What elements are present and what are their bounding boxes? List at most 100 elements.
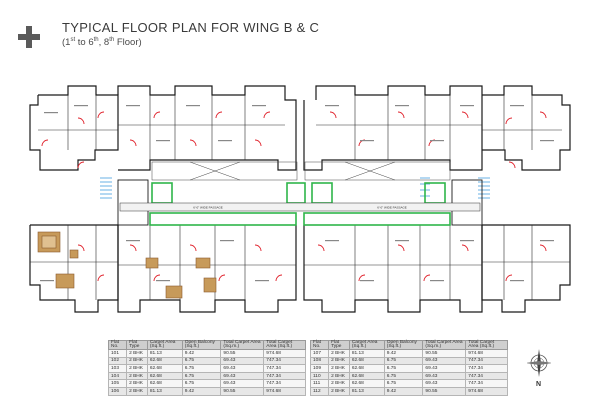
table-cell: 81.13 (146, 386, 183, 396)
table-cell: 2 BHK (328, 379, 350, 388)
table-cell: 62.68 (348, 356, 385, 366)
table-cell: 90.55 (422, 349, 467, 358)
column-header: Flat Type (328, 340, 350, 350)
column-header: Total Carpet Area (Sq.m.) (422, 340, 467, 350)
table-cell: 2 BHK (328, 371, 350, 381)
table-cell: 2 BHK (328, 364, 350, 373)
table-cell: 747.34 (465, 356, 508, 366)
table-cell: 62.68 (146, 371, 183, 381)
passage-label-right: 6'-0" WIDE PASSAGE (377, 206, 407, 210)
passage-label-left: 6'-0" WIDE PASSAGE (193, 206, 223, 210)
table-cell: 2 BHK (126, 386, 148, 396)
table-cell: 2 BHK (328, 356, 350, 366)
table-cell: 9.42 (181, 386, 222, 396)
table-cell: 747.34 (263, 371, 306, 381)
table-cell: 69.43 (422, 356, 467, 366)
compass-rose-icon (527, 349, 551, 377)
table-cell: 101 (107, 349, 128, 358)
table-cell: 9.42 (383, 386, 424, 396)
page-title: TYPICAL FLOOR PLAN FOR WING B & C (62, 20, 320, 35)
table-cell: 747.34 (263, 356, 306, 366)
table-cell: 90.55 (422, 386, 467, 396)
column-header: Carpet Area (Sq.ft.) (348, 340, 385, 350)
column-header: Total Carpet Area (Sq.ft.) (465, 340, 508, 350)
table-cell: 6.75 (181, 371, 222, 381)
table-cell: 747.34 (465, 379, 508, 388)
table-cell: 69.43 (220, 379, 265, 388)
column-header: Flat Type (126, 340, 148, 350)
table-cell: 111 (309, 379, 330, 388)
north-label: N (536, 381, 542, 388)
table-cell: 6.75 (383, 371, 424, 381)
table-cell: 69.43 (220, 364, 265, 373)
table-cell: 62.68 (146, 364, 183, 373)
table-cell: 747.34 (263, 379, 306, 388)
table-cell: 109 (309, 364, 330, 373)
page-subtitle: (1st to 6th, 8th Floor) (62, 37, 142, 49)
table-cell: 103 (107, 364, 128, 373)
table-cell: 90.55 (220, 349, 265, 358)
table-cell: 108 (309, 356, 330, 366)
table-cell: 974.68 (465, 349, 508, 358)
column-header: Open Balcony (Sq.ft.) (181, 340, 222, 350)
table-cell: 9.42 (181, 349, 222, 358)
table-cell: 81.13 (348, 386, 385, 396)
table-cell: 62.68 (348, 371, 385, 381)
table-cell: 110 (309, 371, 330, 381)
table-cell: 81.13 (146, 349, 183, 358)
table-cell: 112 (309, 386, 330, 396)
table-cell: 2 BHK (126, 349, 148, 358)
table-cell: 6.75 (181, 356, 222, 366)
plus-icon (18, 26, 40, 48)
table-cell: 6.75 (181, 364, 222, 373)
table-cell: 62.68 (348, 379, 385, 388)
table-cell: 6.75 (383, 379, 424, 388)
table-cell: 62.68 (348, 364, 385, 373)
table-cell: 69.43 (422, 364, 467, 373)
column-header: Flat No. (107, 340, 128, 350)
table-cell: 102 (107, 356, 128, 366)
table-cell: 2 BHK (328, 349, 350, 358)
column-header: Carpet Area (Sq.ft.) (146, 340, 183, 350)
table-cell: 106 (107, 386, 128, 396)
table-cell: 2 BHK (126, 356, 148, 366)
table-cell: 747.34 (465, 371, 508, 381)
table-cell: 69.43 (422, 379, 467, 388)
table-cell: 6.75 (181, 379, 222, 388)
table-cell: 9.42 (383, 349, 424, 358)
column-header: Total Carpet Area (Sq.ft.) (263, 340, 306, 350)
table-cell: 6.75 (383, 364, 424, 373)
table-cell: 90.55 (220, 386, 265, 396)
table-cell: 69.43 (422, 371, 467, 381)
table-cell: 2 BHK (126, 371, 148, 381)
table-cell: 2 BHK (328, 386, 350, 396)
table-cell: 974.68 (263, 386, 306, 396)
table-cell: 69.43 (220, 356, 265, 366)
table-cell: 2 BHK (126, 379, 148, 388)
table-cell: 747.34 (263, 364, 306, 373)
table-cell: 747.34 (465, 364, 508, 373)
table-cell: 104 (107, 371, 128, 381)
column-header: Open Balcony (Sq.ft.) (383, 340, 424, 350)
table-cell: 2 BHK (126, 364, 148, 373)
table-cell: 69.43 (220, 371, 265, 381)
table-cell: 974.68 (263, 349, 306, 358)
table-cell: 105 (107, 379, 128, 388)
table-cell: 6.75 (383, 356, 424, 366)
